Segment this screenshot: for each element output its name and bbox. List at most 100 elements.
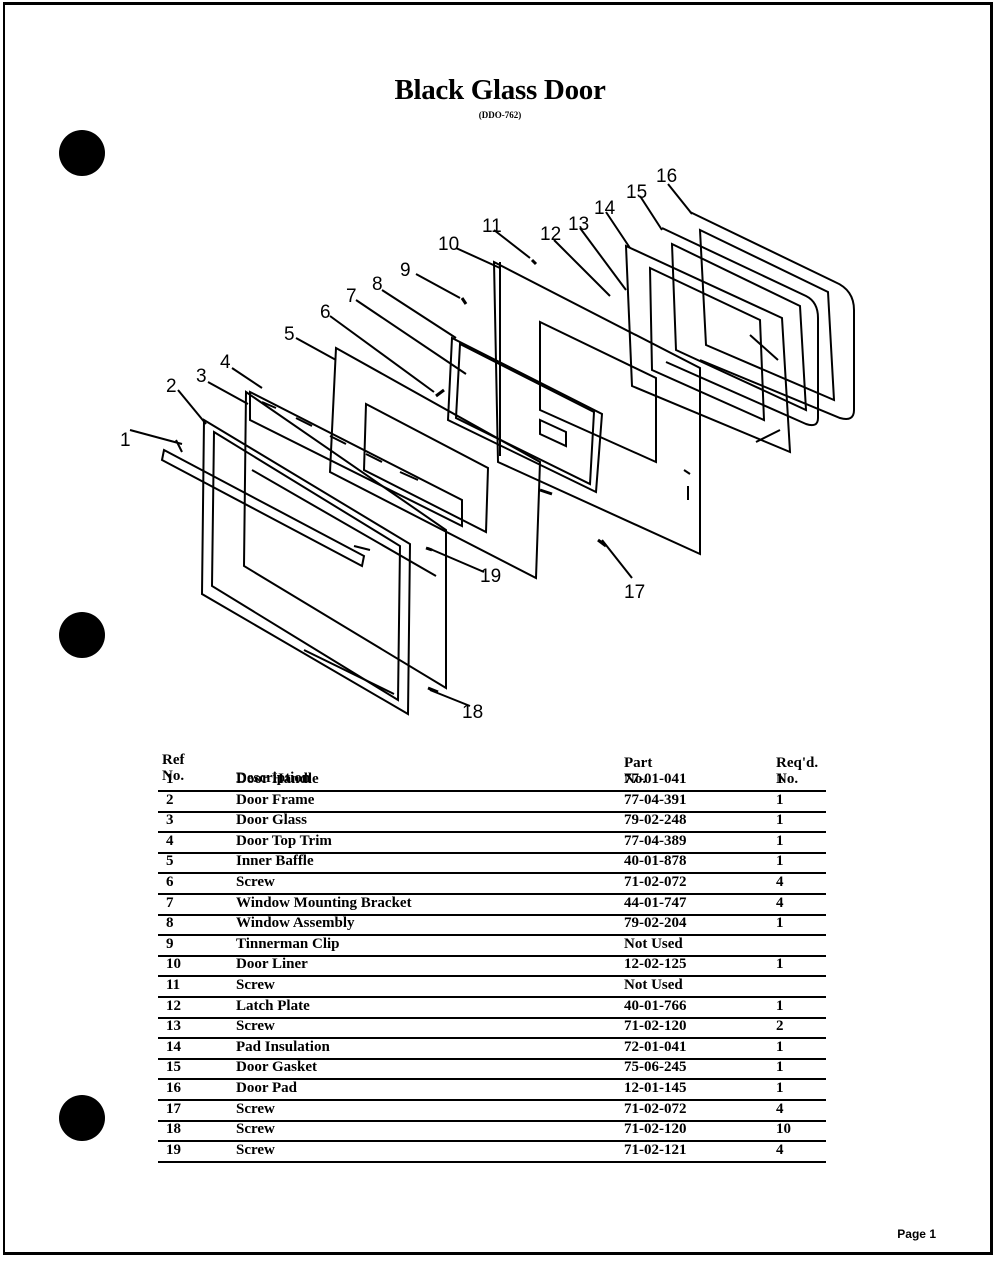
header-reqd: Req'd. No. [776, 755, 818, 787]
cell-ref: 11 [166, 977, 181, 993]
cell-part-number: 71-02-120 [624, 1121, 687, 1138]
door-liner-part [492, 260, 701, 556]
callout-19: 19 [480, 566, 501, 587]
punch-hole-middle [59, 612, 105, 658]
cell-description: Door Pad [236, 1080, 297, 1096]
cell-ref: 17 [166, 1100, 181, 1117]
table-row: 16 Door Pad 12-01-145 1 [158, 1079, 826, 1101]
cell-quantity: 10 [776, 1121, 791, 1138]
header-ref: Ref No. [162, 752, 185, 784]
cell-quantity: 1 [776, 832, 784, 849]
table-row: 6 Screw 71-02-072 4 [158, 873, 826, 895]
cell-part-number: 79-02-248 [624, 812, 687, 829]
cell-part-number: 71-02-072 [624, 874, 687, 890]
header-reqd-line1: Req'd. [776, 755, 819, 771]
cell-ref: 4 [166, 832, 174, 849]
table-row: 17 Screw 71-02-072 4 [158, 1100, 826, 1122]
cell-quantity: 1 [776, 812, 784, 829]
header-part: Part No. [624, 755, 652, 787]
cell-ref: 12 [166, 997, 181, 1014]
callout-5: 5 [284, 324, 295, 345]
cell-part-number: Not Used [624, 935, 683, 952]
cell-ref: 19 [166, 1141, 181, 1158]
callout-7: 7 [346, 286, 357, 307]
cell-ref: 7 [166, 894, 174, 911]
punch-hole-bottom [59, 1095, 105, 1141]
cell-description: Inner Baffle [236, 853, 314, 870]
callout-8: 8 [372, 274, 383, 295]
header-ref-line2: No. [162, 768, 185, 784]
cell-description: Screw [236, 1100, 275, 1117]
cell-quantity: 4 [776, 874, 784, 890]
model-number: (DDO-762) [478, 110, 522, 120]
cell-quantity: 1 [776, 853, 784, 870]
cell-part-number: 71-02-121 [624, 1141, 687, 1158]
table-row: 3 Door Glass 79-02-248 1 [158, 811, 826, 834]
header-part-line1: Part [624, 755, 653, 771]
pad-insulation-part [624, 244, 792, 454]
cell-quantity: 1 [776, 1059, 784, 1076]
cell-quantity: 1 [776, 915, 784, 932]
cell-ref: 10 [166, 956, 181, 973]
cell-part-number: 77-01-041 [624, 771, 687, 787]
cell-ref: 2 [166, 791, 174, 808]
exploded-view-diagram: 1 2 3 4 5 6 7 8 9 10 11 12 13 14 15 16 1… [120, 166, 855, 723]
callout-10: 10 [438, 234, 459, 255]
cell-ref: 5 [166, 853, 174, 870]
cell-description: Screw [236, 874, 275, 890]
cell-quantity: 4 [776, 894, 784, 911]
callout-9: 9 [400, 260, 411, 281]
cell-description: Door Top Trim [236, 832, 332, 849]
cell-quantity: 1 [776, 1080, 784, 1096]
cell-ref: 6 [166, 874, 174, 890]
cell-description: Pad Insulation [236, 1038, 330, 1055]
callout-6: 6 [320, 302, 331, 323]
page-border [3, 2, 993, 1255]
cell-ref: 16 [166, 1080, 181, 1096]
punch-hole-top [59, 130, 105, 176]
cell-part-number: 12-01-145 [624, 1080, 687, 1096]
header-part-line2: No. [624, 771, 647, 787]
cell-ref: 13 [166, 1018, 181, 1035]
cell-quantity: 1 [776, 791, 784, 808]
cell-part-number: 72-01-041 [624, 1038, 687, 1055]
page-title: Black Glass Door [394, 74, 606, 106]
cell-ref: 15 [166, 1059, 181, 1076]
page-number: Page 1 [897, 1227, 936, 1241]
callout-13: 13 [568, 214, 589, 235]
cell-quantity: 4 [776, 1100, 784, 1117]
door-top-trim-part [249, 390, 463, 528]
door-pad-part [689, 211, 855, 420]
cell-part-number: 12-02-125 [624, 956, 687, 973]
cell-description: Screw [236, 1141, 275, 1158]
callout-17: 17 [624, 582, 645, 603]
cell-quantity: 1 [776, 1038, 784, 1055]
cell-description: Door Frame [236, 791, 315, 808]
cell-part-number: 44-01-747 [624, 894, 687, 911]
cell-description: Door Gasket [236, 1059, 317, 1076]
cell-description: Door Handle [236, 771, 319, 787]
cell-quantity: 4 [776, 1141, 784, 1158]
cell-part-number: 79-02-204 [624, 915, 687, 932]
table-row: 19 Screw 71-02-121 4 [158, 1141, 826, 1163]
cell-part-number: Not Used [624, 977, 683, 993]
door-gasket-part [661, 227, 819, 427]
header-ref-line1: Ref [162, 752, 185, 768]
cell-description: Door Liner [236, 956, 308, 973]
cell-description: Door Glass [236, 812, 307, 829]
cell-part-number: 71-02-072 [624, 1100, 687, 1117]
cell-quantity: 2 [776, 1018, 784, 1035]
callout-16: 16 [656, 166, 677, 187]
cell-ref: 3 [166, 812, 174, 829]
cell-description: Latch Plate [236, 997, 310, 1014]
